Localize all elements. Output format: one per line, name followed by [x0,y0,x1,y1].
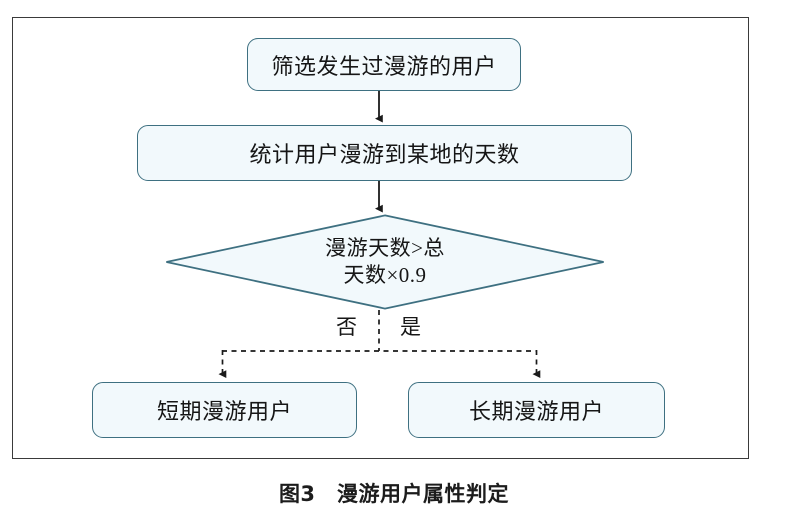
diamond-label-group: 漫游天数>总 天数×0.9 [165,214,605,310]
flow-node-long-term-user: 长期漫游用户 [408,382,665,438]
diamond-label-line-2: 天数×0.9 [343,263,427,287]
figure-caption: 图3 漫游用户属性判定 [278,482,510,506]
flow-node-filter-roaming-users: 筛选发生过漫游的用户 [247,38,521,91]
flow-node-label: 长期漫游用户 [468,399,604,424]
diamond-label-line-1: 漫游天数>总 [325,236,445,261]
flow-node-short-term-user: 短期漫游用户 [92,382,357,438]
diamond-shape [166,214,604,310]
flow-node-count-roaming-days: 统计用户漫游到某地的天数 [137,125,632,181]
flow-node-label: 统计用户漫游到某地的天数 [249,142,520,167]
branch-label-yes: 是 [400,315,422,339]
flow-node-label: 短期漫游用户 [156,399,292,424]
flow-node-decision-threshold: 漫游天数>总 天数×0.9 [165,214,605,310]
flow-node-label: 筛选发生过漫游的用户 [271,53,497,79]
branch-label-no: 否 [336,315,358,339]
